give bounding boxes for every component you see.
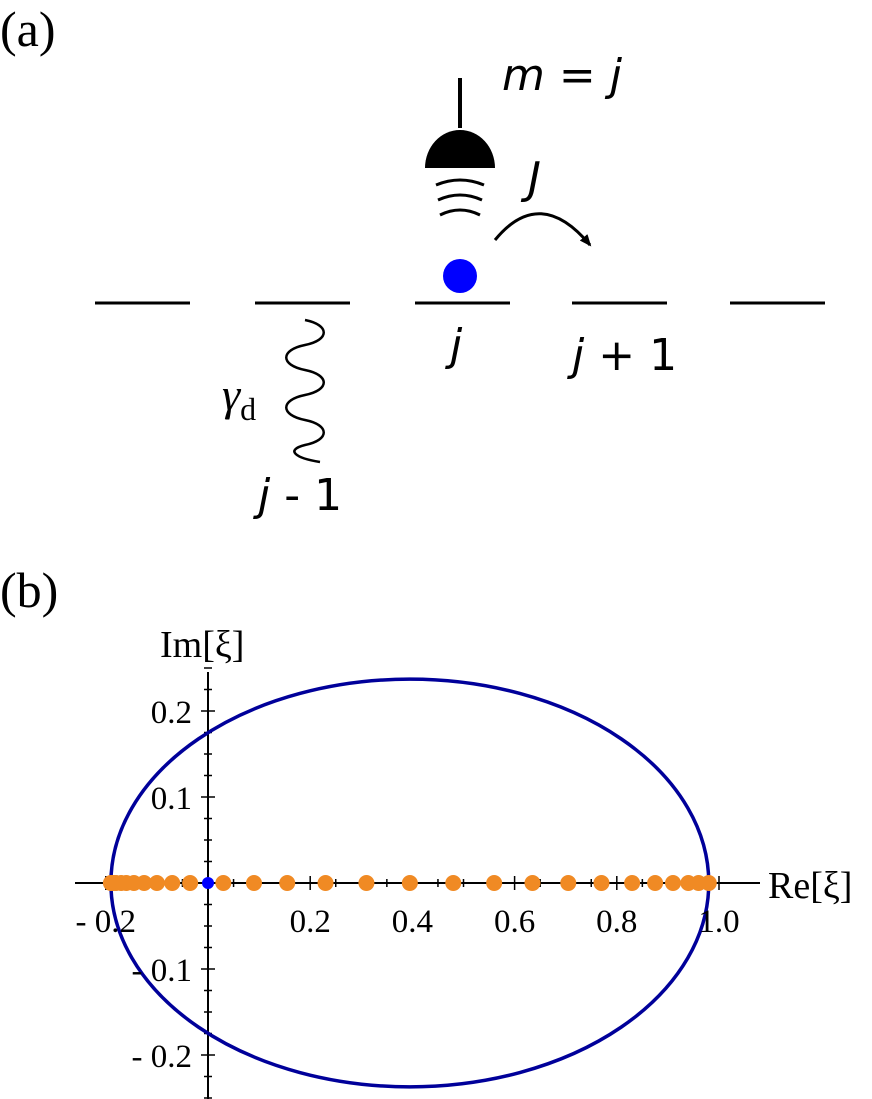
data-point [593, 875, 610, 891]
site-label-left: j - 1 [253, 470, 342, 521]
dissipation-wave-icon [285, 318, 325, 464]
data-point [624, 875, 641, 891]
data-point [445, 875, 462, 891]
data-point [486, 875, 503, 891]
panel-b-label: (b) [0, 562, 58, 618]
data-point [647, 875, 664, 891]
panel-a-label: (a) [0, 1, 56, 57]
y-tick-label: 0.2 [151, 695, 192, 731]
x-tick-label: 0.4 [392, 904, 433, 940]
hopping-arrow-icon [493, 212, 592, 247]
data-point [700, 875, 717, 891]
x-tick-label: 0.8 [596, 904, 637, 940]
data-point [215, 875, 232, 891]
site-label-center: j [445, 320, 463, 371]
data-point [148, 875, 165, 891]
plot-area: - 0.2 0.2 0.4 0.6 0.8 1.0 0.2 0.1 - 0.1 - 0.2 [75, 667, 760, 1099]
data-point [524, 875, 541, 891]
data-point [182, 875, 199, 891]
dissipation-label: γd [222, 369, 256, 427]
y-tick-label: 0.1 [151, 781, 192, 817]
data-point [202, 877, 214, 889]
data-point [245, 875, 262, 891]
hopping-label: J [520, 153, 541, 204]
y-tick-label: - 0.1 [132, 953, 193, 989]
panel-a: (a) m = j J [0, 1, 825, 521]
panel-b: (b) Im[ξ] Re[ξ] - 0.2 0.2 0.4 0.6 0.8 1.0 0.2 0… [0, 562, 852, 1099]
data-point [665, 875, 682, 891]
data-point [136, 875, 153, 891]
site-label-right: j + 1 [567, 330, 677, 381]
y-tick-label: - 0.2 [132, 1039, 193, 1075]
y-axis-label: Im[ξ] [160, 624, 244, 666]
x-tick-label: 0.2 [290, 904, 331, 940]
data-point [358, 875, 375, 891]
data-point [401, 875, 418, 891]
data-point [317, 875, 334, 891]
data-point [164, 875, 181, 891]
data-point [560, 875, 577, 891]
x-tick-label: - 0.2 [76, 904, 137, 940]
detector-icon [425, 78, 495, 168]
x-tick-label: 1.0 [698, 904, 739, 940]
measurement-label: m = j [502, 50, 623, 101]
measurement-waves-icon [435, 178, 485, 217]
particle-dot [443, 259, 477, 293]
data-point [279, 875, 296, 891]
x-tick-label: 0.6 [494, 904, 535, 940]
x-axis-label: Re[ξ] [768, 865, 852, 907]
